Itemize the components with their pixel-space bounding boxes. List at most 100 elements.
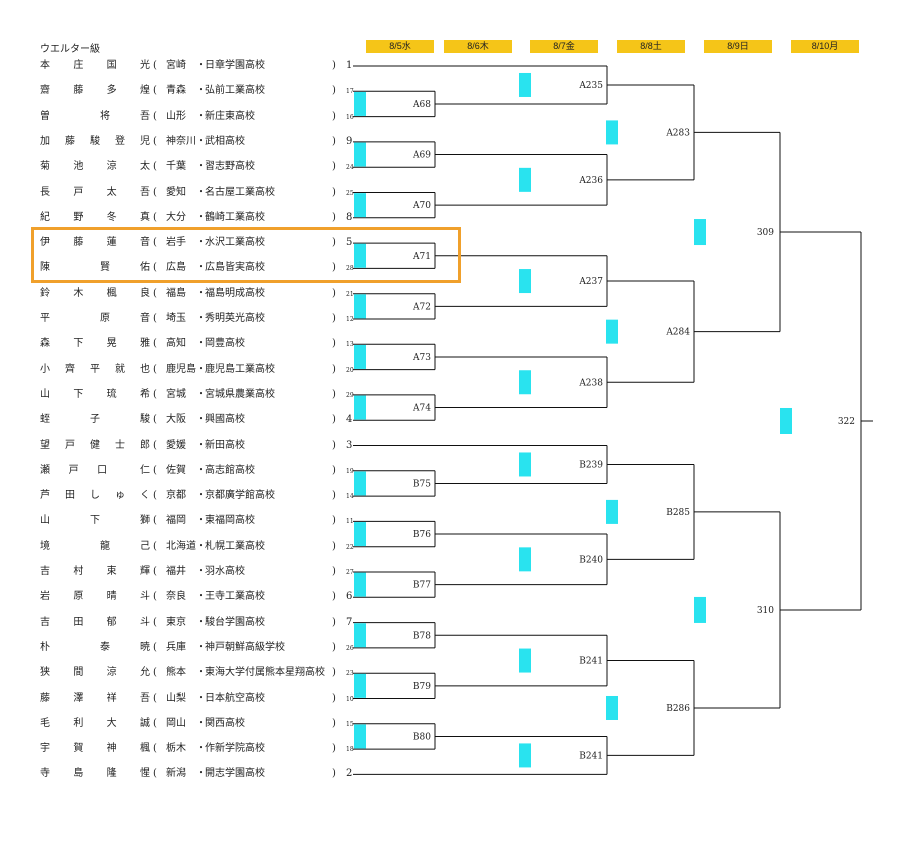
entrant-name: 宇 賀 神 楓 <box>40 743 150 755</box>
match-label: B285 <box>666 508 690 518</box>
prefecture: 兵庫 <box>166 641 186 653</box>
draw-number: 29 <box>346 391 354 399</box>
separator-dot: ・ <box>196 692 206 704</box>
match-court-marker <box>519 547 531 572</box>
paren-open: ( <box>153 641 157 653</box>
paren-open: ( <box>153 566 157 577</box>
entrant-name: 吉 村 束 輝 <box>40 566 150 577</box>
match-court-marker <box>519 648 531 673</box>
match-court-marker <box>354 91 366 116</box>
prefecture: 千葉 <box>166 161 186 173</box>
paren-open: ( <box>153 60 157 71</box>
school-name: 岡豊高校 <box>205 338 245 350</box>
draw-number: 10 <box>346 695 354 703</box>
match-label: B79 <box>413 682 431 692</box>
separator-dot: ・ <box>196 287 206 299</box>
paren-close: ) <box>332 692 336 704</box>
separator-dot: ・ <box>196 60 206 71</box>
school-name: 東海大学付属熊本星翔高校 <box>205 667 325 679</box>
draw-number: 5 <box>346 237 353 249</box>
draw-number: 14 <box>346 493 354 501</box>
school-name: 秀明英光高校 <box>205 313 265 324</box>
draw-number: 15 <box>346 720 354 728</box>
match-label: B241 <box>579 751 603 761</box>
paren-close: ) <box>332 211 336 223</box>
draw-number: 21 <box>346 290 354 298</box>
paren-close: ) <box>332 768 336 780</box>
match-court-marker <box>354 243 366 268</box>
paren-close: ) <box>332 60 336 71</box>
school-name: 水沢工業高校 <box>205 237 265 249</box>
entrant-name: 齋 藤 多 煌 <box>40 85 150 97</box>
entrant-name: 望 戸 健 士 郎 <box>40 439 150 451</box>
match-label: 309 <box>757 228 774 238</box>
school-name: 鶴崎工業高校 <box>205 211 265 223</box>
match-court-marker <box>354 471 366 496</box>
prefecture: 鹿児島 <box>166 363 196 375</box>
separator-dot: ・ <box>196 591 206 603</box>
school-name: 駿台学園高校 <box>205 616 265 628</box>
prefecture: 山梨 <box>166 692 186 704</box>
draw-number: 11 <box>346 518 354 526</box>
separator-dot: ・ <box>196 110 206 122</box>
paren-open: ( <box>153 363 157 375</box>
date-header: 8/5水 <box>366 40 434 53</box>
entrant-name: 藤 澤 祥 吾 <box>40 692 150 704</box>
match-court-marker <box>519 452 531 477</box>
paren-open: ( <box>153 768 157 780</box>
paren-open: ( <box>153 85 157 97</box>
draw-number: 26 <box>346 644 354 652</box>
prefecture: 宮崎 <box>166 60 186 71</box>
entrant-name: 朴 泰 暁 <box>40 641 150 653</box>
prefecture: 佐賀 <box>166 464 186 476</box>
separator-dot: ・ <box>196 135 206 147</box>
draw-number: 2 <box>346 768 353 780</box>
paren-open: ( <box>153 414 157 426</box>
draw-number: 28 <box>346 265 354 273</box>
paren-open: ( <box>153 540 157 552</box>
prefecture: 福島 <box>166 287 186 299</box>
separator-dot: ・ <box>196 566 206 577</box>
separator-dot: ・ <box>196 464 206 476</box>
entrant-name: 加 藤 駿 登 児 <box>40 135 150 147</box>
draw-number: 17 <box>346 88 354 96</box>
entrant-name: 蛭 子 駿 <box>40 414 150 426</box>
paren-open: ( <box>153 464 157 476</box>
draw-number: 9 <box>346 135 353 147</box>
draw-number: 7 <box>346 616 353 628</box>
match-label: A74 <box>412 404 431 414</box>
prefecture: 栃木 <box>166 743 186 755</box>
paren-open: ( <box>153 110 157 122</box>
paren-close: ) <box>332 717 336 729</box>
prefecture: 新潟 <box>166 768 186 780</box>
match-label: 310 <box>757 606 774 616</box>
draw-number: 1 <box>346 60 353 71</box>
match-court-marker <box>694 219 706 246</box>
draw-number: 8 <box>346 211 353 223</box>
entrant-name: 伊 藤 蓮 音 <box>40 237 150 249</box>
match-court-marker <box>354 294 366 319</box>
prefecture: 東京 <box>166 616 186 628</box>
match-court-marker <box>606 499 618 524</box>
entrant-name: 曽 将 吾 <box>40 110 150 122</box>
match-court-marker <box>354 572 366 597</box>
match-court-marker <box>519 72 531 97</box>
paren-close: ) <box>332 439 336 451</box>
paren-close: ) <box>332 743 336 755</box>
separator-dot: ・ <box>196 490 206 502</box>
match-label: B240 <box>579 555 603 565</box>
paren-close: ) <box>332 186 336 198</box>
paren-close: ) <box>332 540 336 552</box>
paren-open: ( <box>153 388 157 400</box>
weight-class-title: ウエルター級 <box>40 44 100 55</box>
school-name: 習志野高校 <box>205 161 255 173</box>
draw-number: 19 <box>346 467 354 475</box>
separator-dot: ・ <box>196 161 206 173</box>
prefecture: 高知 <box>166 338 186 350</box>
prefecture: 福岡 <box>166 515 186 527</box>
separator-dot: ・ <box>196 616 206 628</box>
separator-dot: ・ <box>196 211 206 223</box>
entrant-name: 山 下 獅 <box>40 515 150 527</box>
match-label: A73 <box>412 353 431 363</box>
